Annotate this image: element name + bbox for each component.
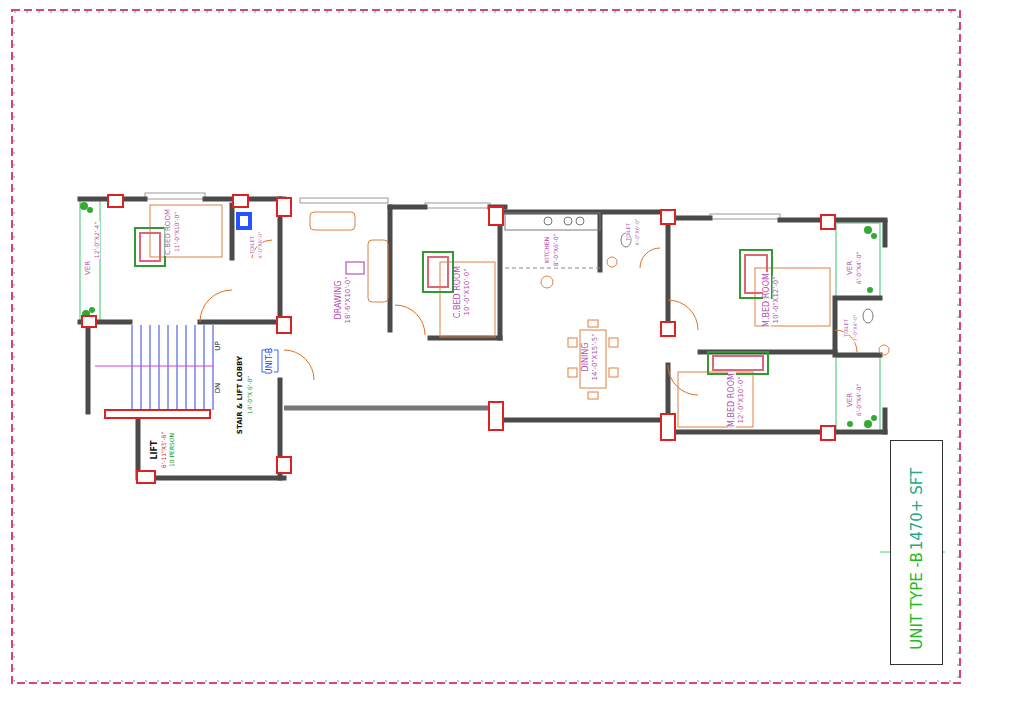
- unit-type-title: UNIT TYPE -B: [910, 552, 925, 649]
- room-dimension: 10'-0"X10'-0": [464, 268, 471, 317]
- room-dimension: 8'-0"X6'-0": [553, 233, 559, 268]
- room-name: DINING: [582, 341, 590, 372]
- room-name: TOILET: [844, 318, 849, 337]
- room-name: TOILET: [250, 235, 255, 254]
- room-dimension: 7'-0"X4'-0": [853, 313, 858, 342]
- lift-capacity: 10 PERSON: [169, 432, 175, 468]
- room-dimension: 10'-0"X12'-0": [773, 276, 780, 325]
- room-dimension: 11'-0"X10'-0": [174, 211, 180, 253]
- stair-direction: UP: [215, 340, 222, 351]
- lobby-name: STAIR & LIFT LOBBY: [237, 355, 244, 435]
- lobby-dimension: 14'-0"X 6'-0": [247, 375, 253, 415]
- room-name: TOILET: [626, 222, 631, 241]
- room-name: C.BED ROOM: [165, 208, 172, 256]
- unit-tag: UNIT-B: [266, 347, 274, 375]
- room-name: C.BED ROOM: [454, 265, 462, 319]
- lift-name: LIFT: [151, 440, 159, 461]
- unit-area: 1470+ SFT: [910, 468, 925, 551]
- room-dimension: 6'-0"X4'-0": [856, 251, 862, 286]
- title-block: UNIT TYPE -B1470+ SFT: [890, 440, 943, 665]
- room-name: KITCHEN: [544, 236, 550, 264]
- room-name: VER: [847, 392, 854, 408]
- room-name: VER: [847, 260, 854, 276]
- room-name: VER: [85, 260, 92, 276]
- room-dimension: 4'-0"X6'-0": [635, 217, 640, 246]
- room-dimension: 14'-0"X15'-5": [592, 333, 599, 382]
- room-dimension: 6'-0"X4'-0": [856, 383, 862, 418]
- room-name: M.BED ROOM: [763, 272, 771, 328]
- room-name: M.BED ROOM: [728, 372, 736, 428]
- room-name: DRAWING: [335, 280, 343, 321]
- room-dimension: 18'-6"X10'-0": [345, 276, 352, 325]
- room-dimension: 12'-0"X2'-4": [94, 221, 100, 259]
- lift-dimension: 6'-11"X5'-6": [161, 431, 167, 469]
- room-dimension: 12'-0"X10'-0": [738, 376, 745, 425]
- room-dimension: 4'-0"X6'-0": [258, 230, 263, 259]
- stair-direction: DN: [215, 382, 222, 395]
